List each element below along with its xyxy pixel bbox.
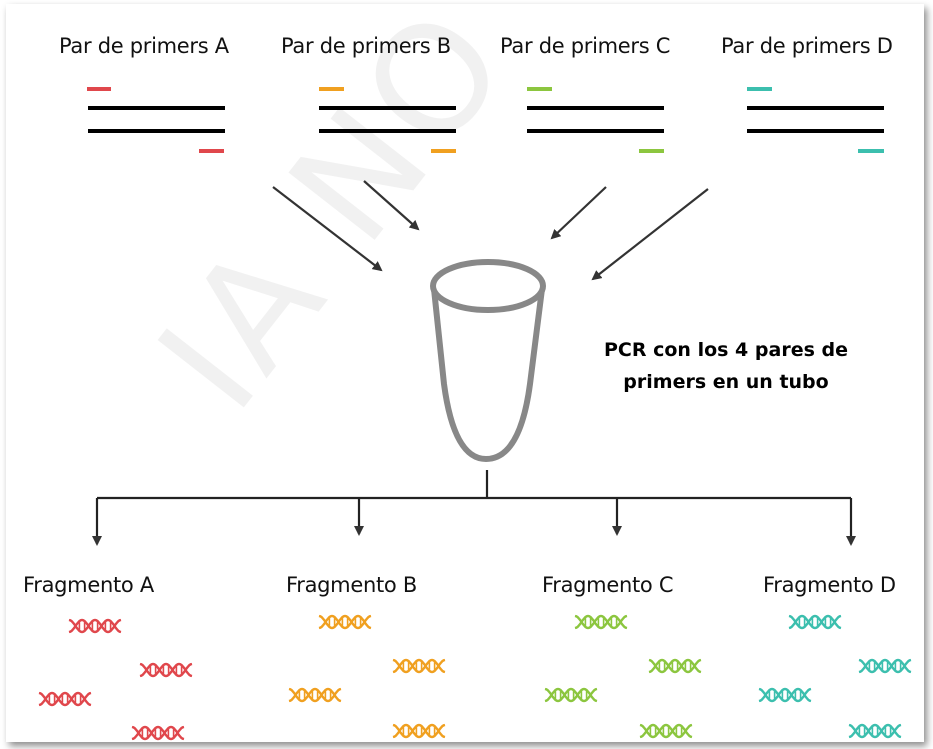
dna-helix-icon-b4	[392, 723, 446, 739]
arrow-a-to-tube	[272, 186, 383, 272]
dna-helix-icon-c3	[544, 687, 598, 703]
dna-template-d	[747, 87, 884, 153]
fragment-c-label: Fragmento C	[542, 573, 674, 597]
primer-pair-c-label: Par de primers C	[500, 34, 671, 58]
dna-helix-icon-d1	[788, 614, 842, 630]
primer-pair-b-label: Par de primers B	[281, 34, 451, 58]
pcr-caption-line1: PCR con los 4 pares de	[604, 339, 848, 361]
dna-helix-icon-d2	[858, 658, 912, 674]
arrow-b-to-tube	[363, 180, 420, 231]
dna-helix-icon-c2	[648, 658, 702, 674]
dna-helix-icon-b2	[392, 658, 446, 674]
dna-helix-icon-b3	[288, 687, 342, 703]
dna-helix-icon-d4	[848, 723, 902, 739]
dna-helix-icon-b1	[318, 614, 372, 630]
dna-helix-icon-c4	[639, 723, 693, 739]
fragment-d-label: Fragmento D	[763, 573, 896, 597]
diagram-frame: IA NO CONTI Par de primers A Par de prim…	[6, 4, 924, 742]
dna-helix-icon-a3	[38, 691, 92, 707]
arrow-d-to-tube	[591, 188, 709, 281]
dna-helix-icon-d3	[758, 687, 812, 703]
pcr-tube-icon	[430, 259, 546, 463]
primer-pair-a-label: Par de primers A	[59, 34, 229, 58]
distribution-tree	[92, 470, 856, 546]
dna-helix-icon-a1	[68, 618, 122, 634]
dna-helix-icon-c1	[574, 614, 628, 630]
dna-template-a	[87, 87, 225, 153]
dna-helix-icon-a2	[139, 662, 193, 678]
dna-fragments	[38, 614, 912, 741]
diagram-graphics	[38, 87, 912, 741]
fragment-a-label: Fragmento A	[23, 573, 154, 597]
fragment-b-label: Fragmento B	[286, 573, 417, 597]
dna-template-c	[527, 87, 664, 153]
dna-helix-icon-a4	[131, 725, 185, 741]
primer-pair-d-label: Par de primers D	[721, 34, 893, 58]
pcr-caption-line2: primers en un tubo	[623, 371, 829, 393]
pcr-caption: PCR con los 4 pares de primers en un tub…	[576, 334, 876, 398]
arrow-c-to-tube	[550, 186, 607, 240]
converging-arrows	[272, 180, 709, 281]
dna-template-b	[319, 87, 456, 153]
